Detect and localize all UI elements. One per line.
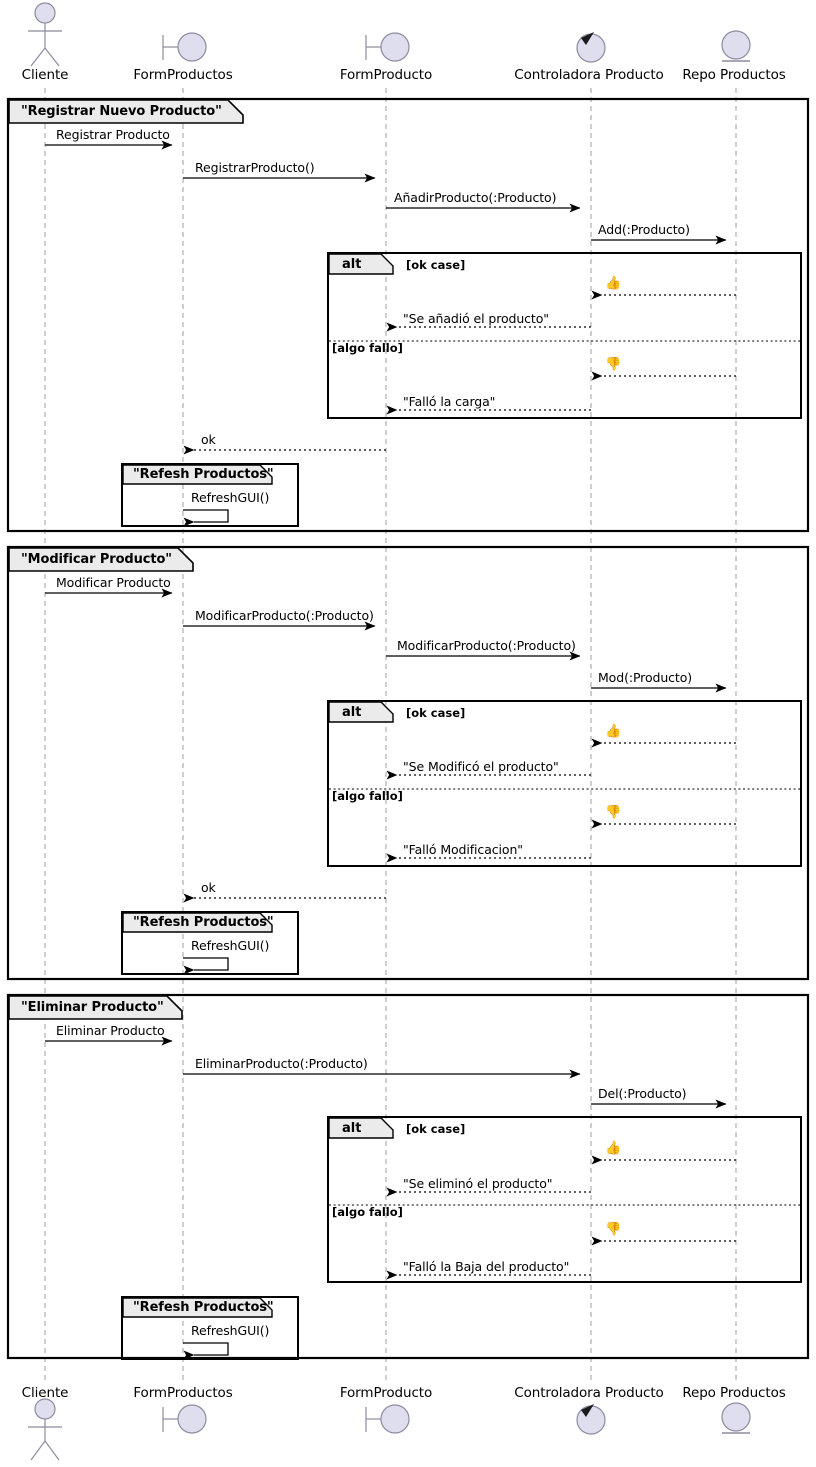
alt-frame-eliminar <box>327 1116 802 1283</box>
thumbs-up-icon-eliminar: 👍 <box>605 1141 622 1156</box>
message-label-anadirproducto: AñadirProducto(:Producto) <box>394 190 557 205</box>
alt-condition-fail-modificar: [algo fallo] <box>332 789 403 803</box>
message-label-modificarproducto-fn1: ModificarProducto(:Producto) <box>195 608 374 623</box>
participant-label-formproductos-bottom: FormProductos <box>133 1385 233 1401</box>
messages-modificar <box>45 588 736 903</box>
message-label-fallo-modificacion: "Falló Modificacion" <box>403 842 523 857</box>
boundary-icon-formproducto-top <box>365 32 410 62</box>
messages-eliminar <box>45 1036 736 1280</box>
entity-icon-bottom <box>721 1402 751 1434</box>
actor-stick-figure-icon-bottom <box>28 1398 62 1461</box>
alt-frame-registrar <box>327 252 802 419</box>
message-label-add: Add(:Producto) <box>598 222 690 237</box>
alt-frame-modificar <box>327 700 802 867</box>
group-title-registrar: "Registrar Nuevo Producto" <box>21 104 222 119</box>
thumbs-down-icon-registrar: 👎 <box>605 357 622 372</box>
participant-label-cliente-top: Cliente <box>21 67 69 83</box>
message-label-del: Del(:Producto) <box>598 1086 687 1101</box>
participant-label-repo-top: Repo Productos <box>682 67 786 83</box>
participant-label-controladora-bottom: Controladora Producto <box>514 1385 664 1401</box>
thumbs-up-icon-modificar: 👍 <box>605 724 622 739</box>
message-label-modificar-producto: Modificar Producto <box>56 575 171 590</box>
alt-condition-ok-modificar: [ok case] <box>406 706 466 720</box>
message-label-registrarproducto-fn: RegistrarProducto() <box>195 160 315 175</box>
actor-stick-figure-icon-top <box>28 2 62 67</box>
participant-label-cliente-bottom: Cliente <box>21 1385 69 1401</box>
message-label-se-modifico: "Se Modificó el producto" <box>403 759 559 774</box>
message-label-eliminarproducto-fn: EliminarProducto(:Producto) <box>195 1056 368 1071</box>
alt-keyword-eliminar: alt <box>342 1121 362 1136</box>
alt-condition-fail-registrar: [algo fallo] <box>332 341 403 355</box>
participant-label-repo-bottom: Repo Productos <box>682 1385 786 1401</box>
self-message-label-refreshgui-3: RefreshGUI() <box>191 1323 270 1338</box>
alt-keyword-registrar: alt <box>342 257 362 272</box>
control-icon-top <box>576 32 606 63</box>
participant-label-formproductos-top: FormProductos <box>133 67 233 83</box>
message-label-ok-modificar: ok <box>201 880 216 895</box>
message-label-se-anadio: "Se añadió el producto" <box>403 311 549 326</box>
lifelines <box>44 88 737 1380</box>
thumbs-up-icon-registrar: 👍 <box>605 276 622 291</box>
participant-label-controladora-top: Controladora Producto <box>514 67 664 83</box>
message-label-fallo-baja: "Falló la Baja del producto" <box>403 1259 570 1274</box>
message-label-fallo-carga: "Falló la carga" <box>403 394 496 409</box>
message-label-ok-registrar: ok <box>201 432 216 447</box>
messages-registrar <box>45 140 736 455</box>
nested-group-title-refesh-3: "Refesh Productos" <box>133 1300 274 1315</box>
message-label-mod: Mod(:Producto) <box>598 670 693 685</box>
entity-icon-top <box>721 30 751 62</box>
group-title-eliminar: "Eliminar Producto" <box>21 1000 164 1015</box>
alt-condition-fail-eliminar: [algo fallo] <box>332 1205 403 1219</box>
message-label-modificarproducto-fn2: ModificarProducto(:Producto) <box>397 638 576 653</box>
participant-label-formproducto-bottom: FormProducto <box>339 1385 433 1401</box>
boundary-icon-formproductos-top <box>162 32 207 62</box>
group-title-modificar: "Modificar Producto" <box>21 552 172 567</box>
thumbs-down-icon-eliminar: 👎 <box>605 1222 622 1237</box>
boundary-icon-formproductos-bottom <box>162 1404 207 1434</box>
message-label-eliminar-producto: Eliminar Producto <box>56 1023 165 1038</box>
alt-keyword-modificar: alt <box>342 705 362 720</box>
nested-group-title-refesh-2: "Refesh Productos" <box>133 915 274 930</box>
self-message-label-refreshgui-2: RefreshGUI() <box>191 938 270 953</box>
self-message-label-refreshgui-1: RefreshGUI() <box>191 490 270 505</box>
alt-condition-ok-registrar: [ok case] <box>406 258 466 272</box>
participant-label-formproducto-top: FormProducto <box>339 67 433 83</box>
boundary-icon-formproducto-bottom <box>365 1404 410 1434</box>
message-label-registrar-producto: Registrar Producto <box>56 127 170 142</box>
alt-condition-ok-eliminar: [ok case] <box>406 1122 466 1136</box>
message-label-se-elimino: "Se eliminó el producto" <box>403 1176 553 1191</box>
control-icon-bottom <box>576 1404 606 1435</box>
thumbs-down-icon-modificar: 👎 <box>605 805 622 820</box>
nested-group-title-refesh-1: "Refesh Productos" <box>133 467 274 482</box>
